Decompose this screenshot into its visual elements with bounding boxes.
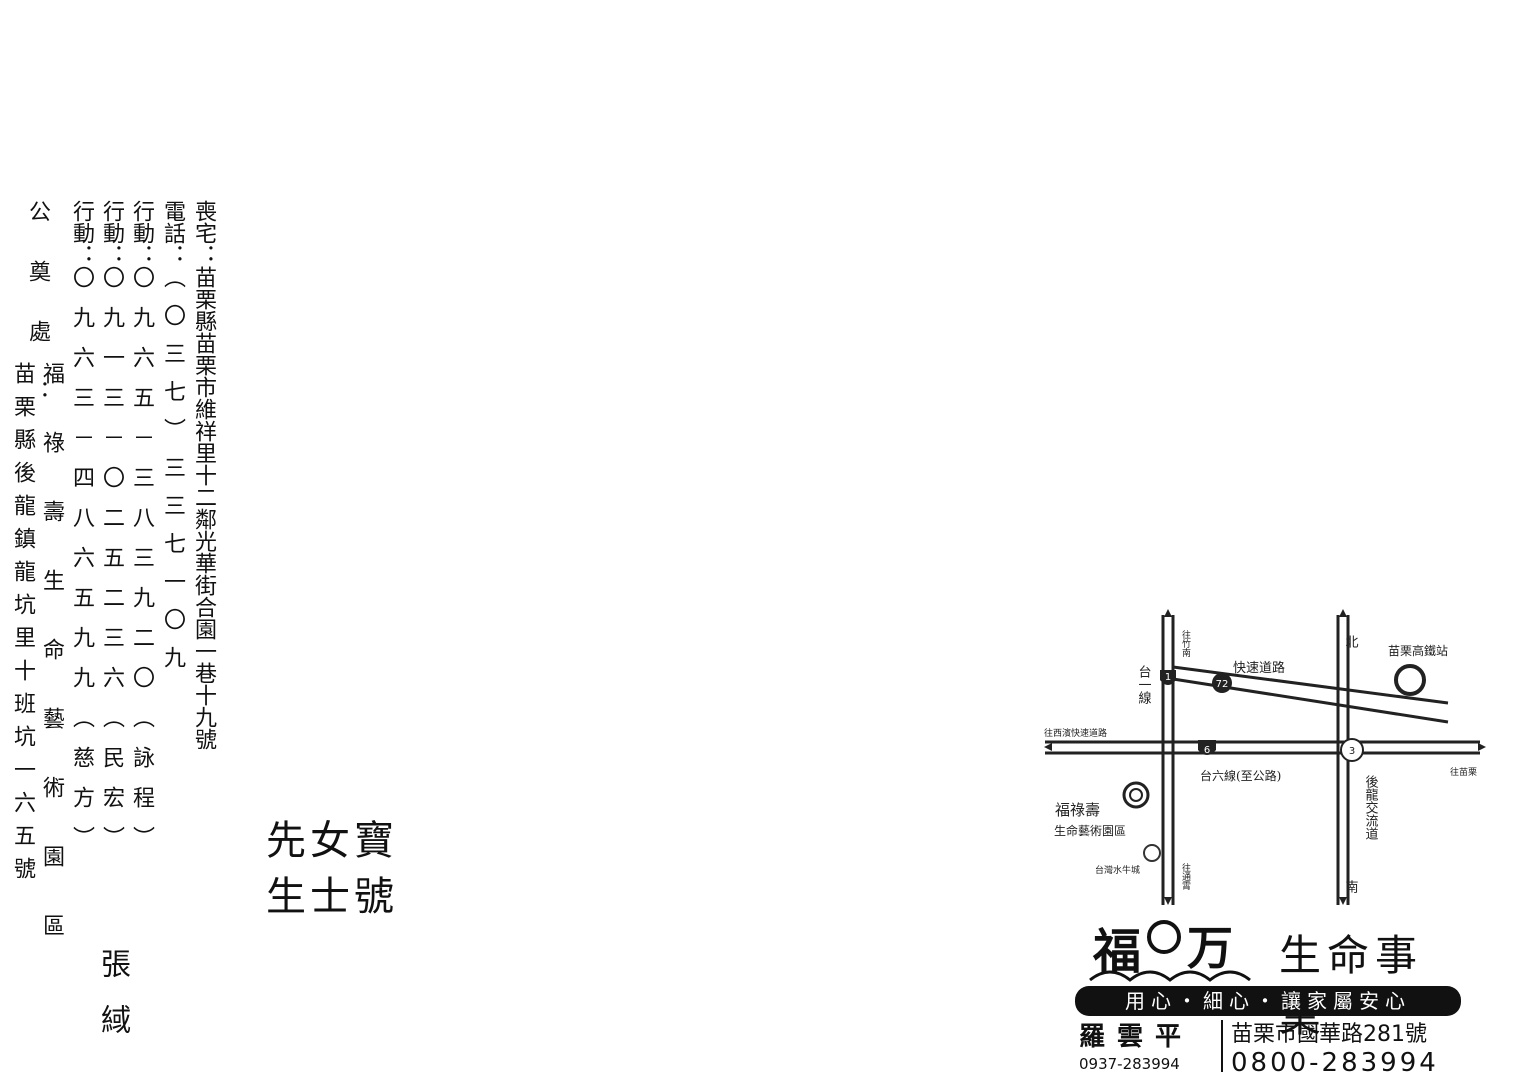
label-south: 南	[1343, 879, 1359, 893]
shield-72-icon: 72	[1212, 673, 1232, 693]
mobile3-value: 〇九六三－四八六五九九︵慈方︶	[69, 266, 94, 866]
svg-text:3: 3	[1349, 746, 1355, 757]
address-column: 喪宅：苗栗縣苗栗市維祥里十二鄰光華街合園一巷十九號	[191, 200, 216, 750]
expressway-line-a	[1172, 665, 1449, 705]
shield-6-icon: 6	[1198, 740, 1216, 756]
label-venue-line1: 福祿壽	[1055, 801, 1100, 819]
deceased-given-name: 緎	[95, 1004, 130, 1060]
phone-value: ︵〇三七︶三三七一〇九	[160, 266, 185, 684]
svg-text:1: 1	[1165, 672, 1171, 683]
contact-mobile: 0937-283994	[1079, 1055, 1180, 1073]
brand-slogan: 用心・細心・讓家屬安心	[1125, 989, 1411, 1013]
address-label: 喪宅：	[191, 200, 216, 266]
shield-1-icon: 1	[1160, 670, 1176, 685]
label-to-miaoli: 往苗栗	[1450, 766, 1477, 778]
brand-name-row: 福 万 生命事業	[1085, 912, 1470, 1041]
venue-name: 福祿壽生命藝術園區	[39, 362, 64, 983]
label-hsr: 苗栗高鐵站	[1388, 643, 1448, 658]
mobile3-column: 行動：〇九六三－四八六五九九︵慈方︶	[69, 200, 94, 866]
mobile3-label: 行動：	[69, 200, 94, 266]
location-map: 1 72 6 3 台一線 往竹南 快速道路 北 苗栗高鐵站 往西濱快速道路 台六…	[1040, 605, 1490, 915]
deceased-name: 張緎	[95, 948, 130, 1060]
venue-label: 公奠處：	[25, 200, 50, 440]
brand-cloud-ornament-icon	[1089, 970, 1251, 982]
arrow-to-miaoli	[1478, 743, 1486, 751]
brand-emblem-icon	[1147, 920, 1181, 954]
brand-divider	[1221, 1020, 1223, 1072]
brand-contact-left: 羅雲平 0937-283994	[1079, 1016, 1219, 1073]
arrow-north	[1339, 609, 1347, 617]
label-north: 北	[1343, 635, 1359, 649]
honorific-line1: 先女寶	[266, 818, 398, 864]
venue-marker-icon	[1122, 781, 1150, 809]
arrow-south	[1339, 897, 1347, 905]
label-route6: 台六線(至公路)	[1200, 768, 1281, 783]
brand-address: 苗栗市國華路281號	[1231, 1022, 1427, 1047]
arrow-to-hsinchu	[1164, 609, 1172, 617]
brand-contact-right: 苗栗市國華路281號 0800-283994	[1231, 1016, 1467, 1078]
label-expressway: 快速道路	[1233, 660, 1285, 676]
venue-label-column: 公奠處：	[25, 200, 50, 440]
shield-3-icon: 3	[1340, 738, 1364, 762]
label-route1: 台一線	[1136, 665, 1152, 704]
label-to-hsinchu: 往竹南	[1180, 629, 1191, 657]
mobile1-value: 〇九六五－三八三九二〇︵詠程︶	[129, 266, 154, 866]
water-city-marker-icon	[1143, 844, 1161, 862]
brand-logo: 福 万 生命事業 用心・細心・讓家屬安心 羅雲平 0937-283994 苗栗市…	[1075, 912, 1470, 1078]
svg-text:72: 72	[1216, 679, 1229, 690]
label-houlong: 後龍交流道	[1363, 775, 1379, 840]
brand-name-right: 万	[1187, 921, 1233, 975]
mobile2-value: 〇九一三－〇二五二三六︵民宏︶	[99, 266, 124, 866]
brand-name-left: 福	[1093, 924, 1142, 980]
svg-text:6: 6	[1204, 745, 1210, 756]
hsr-station-icon	[1394, 664, 1426, 696]
honorific-line2: 生士號	[266, 874, 398, 920]
label-west-coast: 往西濱快速道路	[1044, 727, 1107, 739]
venue-name-column: 福祿壽生命藝術園區	[39, 362, 64, 983]
label-to-tongxiao: 往通霄	[1180, 862, 1191, 890]
venue-address: 苗栗縣後龍鎮龍坑里十班坑一六五號	[10, 362, 35, 890]
arrow-to-tongxiao	[1164, 897, 1172, 905]
deceased-surname: 張	[95, 948, 130, 1004]
label-water-city: 台灣水牛城	[1095, 864, 1140, 876]
mobile1-column: 行動：〇九六五－三八三九二〇︵詠程︶	[129, 200, 154, 866]
venue-address-column: 苗栗縣後龍鎮龍坑里十班坑一六五號	[10, 362, 35, 890]
mobile2-column: 行動：〇九一三－〇二五二三六︵民宏︶	[99, 200, 124, 866]
mobile2-label: 行動：	[99, 200, 124, 266]
contact-person: 羅雲平	[1079, 1022, 1194, 1052]
address-value: 苗栗縣苗栗市維祥里十二鄰光華街合園一巷十九號	[191, 266, 216, 750]
mobile1-label: 行動：	[129, 200, 154, 266]
brand-hotline: 0800-283994	[1231, 1048, 1439, 1078]
brand-slogan-bar: 用心・細心・讓家屬安心	[1075, 986, 1461, 1016]
label-venue-line2: 生命藝術園區	[1054, 823, 1126, 838]
map-drawing: 1 72 6 3 台一線 往竹南 快速道路 北 苗栗高鐵站 往西濱快速道路 台六…	[1044, 609, 1486, 905]
honorific-block: 先女寶 生士號	[266, 808, 406, 920]
phone-column: 電話：︵〇三七︶三三七一〇九	[160, 200, 185, 684]
arrow-west-coast	[1044, 743, 1052, 751]
phone-label: 電話：	[160, 200, 185, 266]
